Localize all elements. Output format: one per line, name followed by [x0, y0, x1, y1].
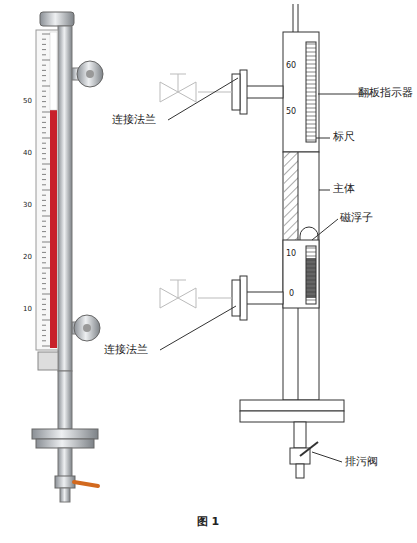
scale-number: 20	[23, 254, 32, 262]
scale-number: 50	[23, 98, 32, 106]
scale-number: 0	[289, 290, 294, 299]
scale-number: 30	[23, 202, 32, 210]
scale-number: 60	[286, 62, 296, 71]
part-label: 连接法兰	[104, 344, 148, 356]
part-label: 标尺	[333, 131, 355, 143]
part-label: 磁浮子	[340, 212, 373, 224]
part-label: 翻板指示器	[358, 87, 413, 99]
gauge-photo	[32, 12, 103, 502]
part-label: 连接法兰	[112, 114, 156, 126]
scale-number: 50	[286, 108, 296, 117]
scale-number: 40	[23, 150, 32, 158]
part-label: 排污阀	[345, 456, 378, 468]
part-label: 主体	[333, 183, 355, 195]
gauge-schematic	[160, 4, 372, 478]
scale-number: 10	[286, 250, 296, 259]
figure-caption: 图 1	[197, 516, 219, 528]
scale-number: 10	[23, 306, 32, 314]
